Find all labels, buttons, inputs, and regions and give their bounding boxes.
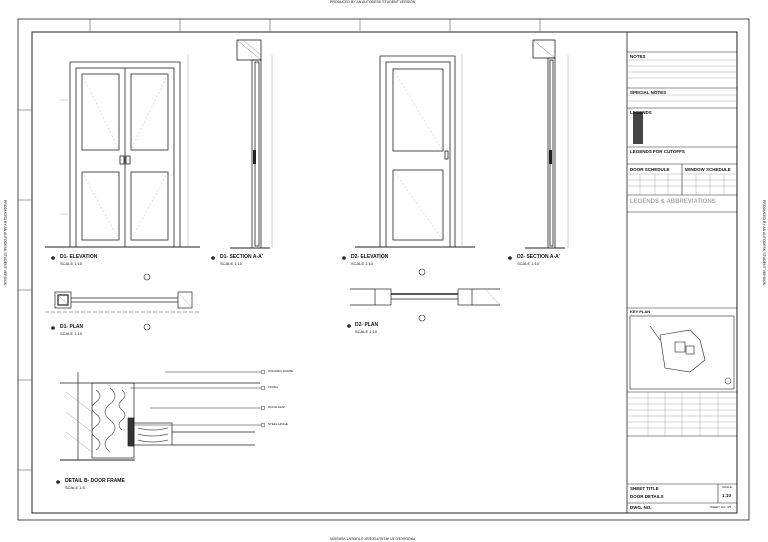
watermark-top: PRODUCED BY AN AUTODESK STUDENT VERSION — [330, 0, 416, 4]
legends-cutoffs-title: LEGENDS FOR CUTOFFS — [630, 149, 685, 154]
detail-scale: SCALE 1:5 — [65, 485, 85, 490]
detail-title: DETAIL B- DOOR FRAME — [65, 478, 125, 484]
callout-steel-hinge: STEEL HINGE — [268, 422, 288, 426]
d2-section-scale: SCALE 1:10 — [517, 261, 540, 266]
legends-title: LEGENDS — [630, 110, 652, 115]
watermark-left: PRODUCED BY AN AUTODESK STUDENT VERSION — [3, 200, 7, 286]
d1-elevation-title: D1- ELEVATION — [60, 254, 98, 260]
d2-section-title: D2- SECTION A-A' — [517, 254, 560, 260]
watermark-right: PRODUCED BY AN AUTODESK STUDENT VERSION — [762, 200, 766, 286]
callout-finish: FINISH — [268, 385, 278, 389]
d1-plan-scale: SCALE 1:10 — [60, 331, 83, 336]
dwg-no-label: DWG. NO. — [630, 505, 652, 510]
d2-plan-title: D2- PLAN — [355, 322, 379, 328]
d1-plan-title: D1- PLAN — [60, 324, 84, 330]
d2-elevation-scale: SCALE 1:10 — [351, 261, 374, 266]
key-plan-title: KEY PLAN — [630, 309, 651, 314]
d2-elevation-title: D2- ELEVATION — [351, 254, 389, 260]
d2-plan-scale: SCALE 1:10 — [355, 329, 378, 334]
notes-title: NOTES — [630, 54, 646, 59]
scale-value: 1:10 — [722, 493, 732, 498]
window-schedule-title: WINDOW SCHEDULE — [685, 167, 731, 172]
sheet-number: SHEET NO. 4/5 — [710, 505, 732, 509]
d1-section-title: D1- SECTION A-A' — [220, 254, 263, 260]
callout-door-leaf: DOOR LEAF — [268, 405, 286, 409]
d1-elevation-scale: SCALE 1:10 — [60, 261, 83, 266]
sheet-title: DOOR DETAILS — [630, 494, 664, 499]
special-notes-title: SPECIAL NOTES — [630, 90, 667, 95]
sheet-title-label: SHEET TITLE — [630, 486, 659, 491]
callout-wooden-frame: WOODEN FRAME — [268, 369, 294, 373]
abbreviations-title: LEGENDS & ABBREVIATIONS — [630, 199, 716, 205]
door-schedule-title: DOOR SCHEDULE — [630, 167, 670, 172]
d1-section-scale: SCALE 1:10 — [220, 261, 243, 266]
scale-label: SCALE — [722, 485, 732, 489]
